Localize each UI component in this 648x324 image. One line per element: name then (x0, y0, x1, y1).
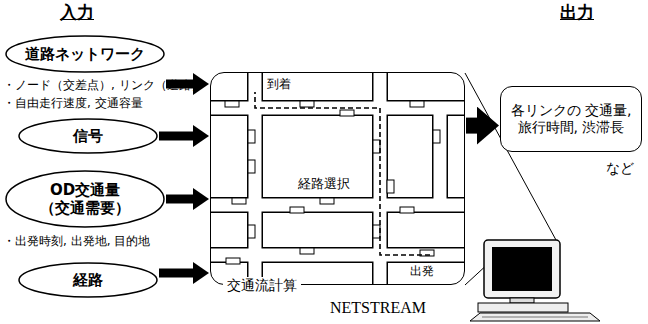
keyboard (470, 313, 600, 321)
car (300, 101, 314, 107)
car (300, 248, 314, 254)
road (434, 108, 447, 205)
bullet-note: ・出発時刻, 出発地, 目的地 (3, 234, 150, 248)
car (433, 130, 440, 143)
heading: 出力 (560, 2, 594, 22)
route-dashed (255, 92, 430, 255)
car (290, 207, 304, 213)
monitor-screen (492, 247, 552, 291)
node-text: OD交通量 （交通需要） (29, 181, 141, 217)
car (387, 180, 394, 193)
car (320, 198, 334, 204)
road (432, 108, 448, 205)
ellipse (19, 119, 157, 153)
road (210, 197, 465, 213)
road (210, 199, 465, 212)
node-text: 経路 (73, 271, 103, 289)
car-icons (225, 101, 440, 264)
node-text: 各リンクの 交通量, 旅行時間, 渋滞長 (509, 102, 633, 136)
ellipse (19, 263, 157, 297)
output-box: 各リンクの 交通量, 旅行時間, 渋滞長 (500, 86, 642, 152)
ellipse (6, 36, 164, 72)
input-ellipse: 道路ネットワーク (5, 35, 165, 73)
software-name: NETSTREAM (330, 298, 426, 317)
flow-arrow (159, 269, 193, 278)
node-text: 交通流計算 (223, 277, 301, 294)
pc-body (478, 303, 568, 312)
note: など (606, 160, 634, 177)
flow-arrow (466, 118, 477, 134)
car (248, 130, 255, 143)
car (248, 160, 255, 173)
car (373, 140, 380, 153)
input-ellipse: 信号 (18, 118, 158, 154)
flow-arrow (166, 195, 193, 204)
car (340, 110, 354, 116)
monitor-housing (484, 240, 560, 298)
node-text: 道路ネットワーク (25, 45, 145, 63)
flow-arrow (159, 132, 193, 141)
map-label: 到着 (265, 77, 293, 91)
road (249, 72, 262, 285)
car (225, 101, 239, 107)
road-surfaces (210, 72, 465, 285)
car (410, 101, 424, 107)
map-label: 出発 (408, 264, 436, 278)
ellipse (6, 171, 164, 227)
car (373, 225, 380, 238)
bullet-note: ・自由走行速度, 交通容量 (3, 96, 143, 110)
road (247, 72, 263, 285)
car (226, 258, 240, 264)
car (232, 198, 246, 204)
map-label: 経路選択 (296, 176, 352, 192)
input-ellipse: 経路 (18, 262, 158, 298)
bullet-note: ・ノード（交差点）, リンク（道路） (3, 78, 203, 92)
monitor-stand (510, 298, 534, 303)
node-text: 信号 (73, 127, 103, 145)
input-ellipse: OD交通量 （交通需要） (5, 170, 165, 228)
car (400, 207, 414, 213)
car (248, 225, 255, 238)
road-edges (210, 72, 465, 285)
road (210, 100, 465, 116)
heading: 入力 (60, 2, 94, 22)
road (210, 102, 465, 115)
keyboard-keys (482, 317, 588, 318)
